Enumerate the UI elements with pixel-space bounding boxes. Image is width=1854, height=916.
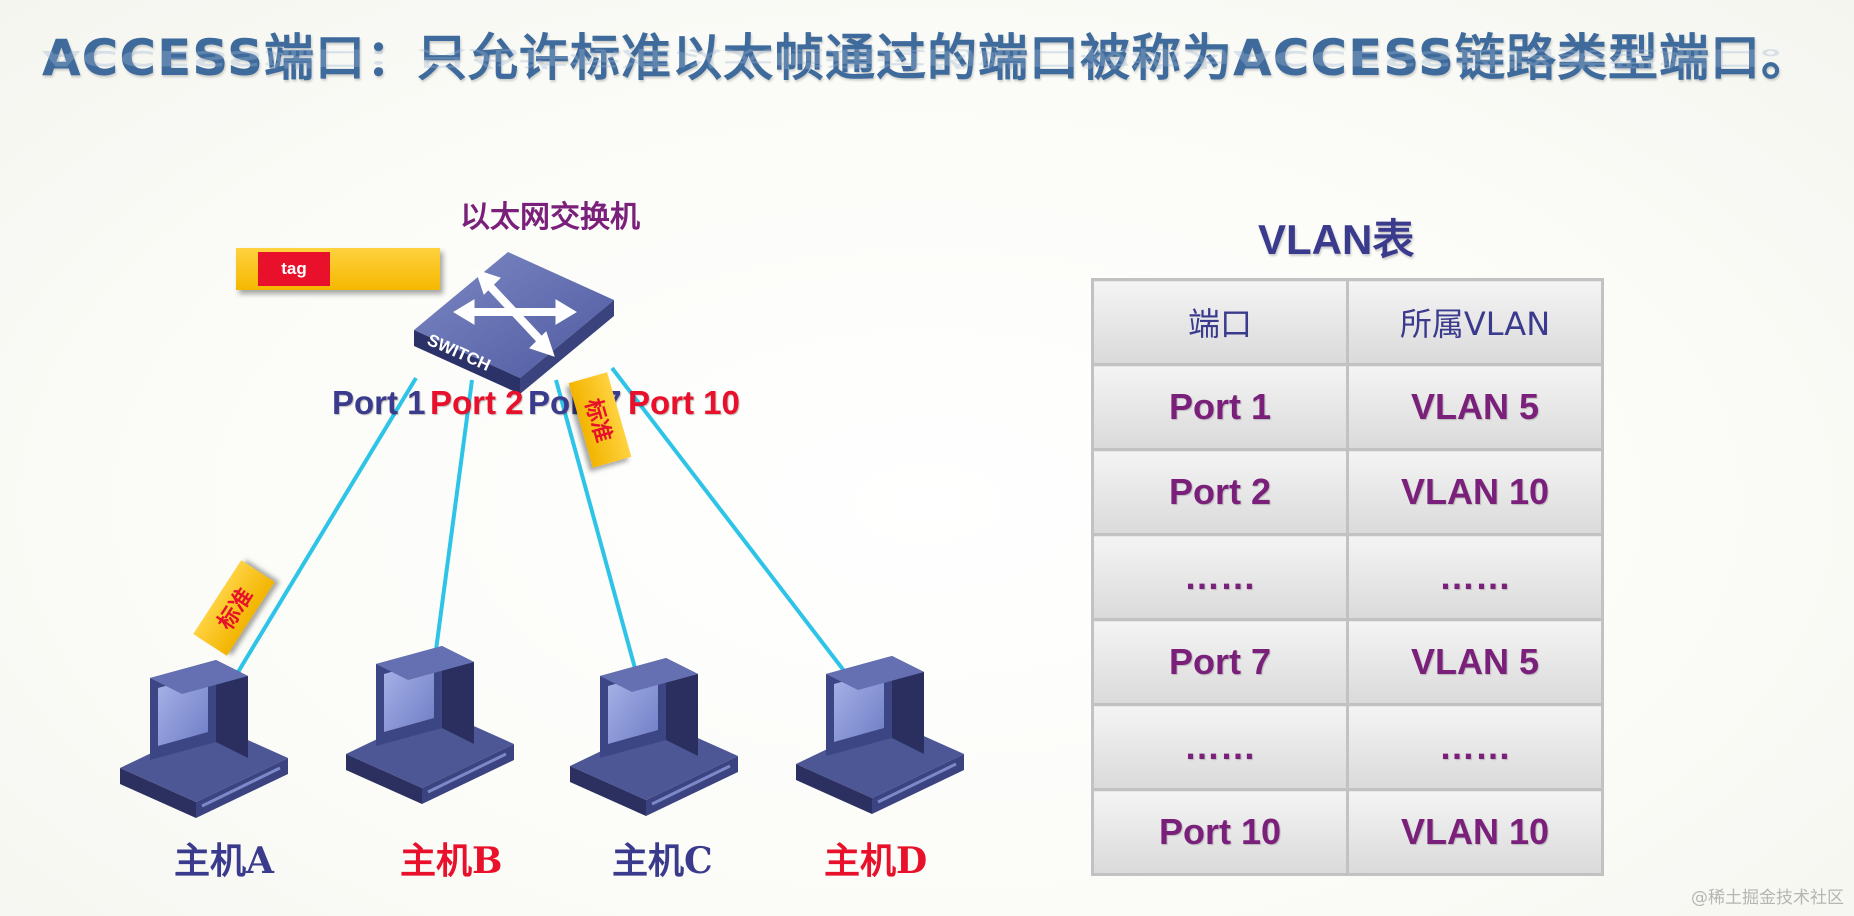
switch-title: 以太网交换机 (460, 200, 640, 235)
computer-icon[interactable] (118, 658, 290, 820)
port-cell: Port 1 (1091, 363, 1349, 451)
port-cell: Port 7 (1091, 618, 1349, 706)
link-host-d (610, 366, 850, 678)
link-host-a (230, 376, 418, 684)
port-cell: …… (1091, 533, 1349, 621)
port-cell: Port 2 (1091, 448, 1349, 536)
table-row: Port 7 VLAN 5 (1091, 618, 1604, 706)
slide-title: ACCESS端口：只允许标准以太帧通过的端口被称为ACCESS链路类型端口。 (41, 29, 1813, 87)
port-label-1: Port 1 (332, 384, 426, 421)
vlan-cell: …… (1346, 703, 1604, 791)
table-row: Port 10 VLAN 10 (1091, 788, 1604, 876)
table-row: …… …… (1091, 533, 1604, 621)
table-row: Port 1 VLAN 5 (1091, 363, 1604, 451)
table-row: Port 2 VLAN 10 (1091, 448, 1604, 536)
vlan-tag-label: tag (258, 252, 330, 286)
link-lines (230, 366, 850, 684)
port-label-2: Port 2 (430, 384, 524, 421)
vlan-cell: VLAN 5 (1346, 363, 1604, 451)
vlan-table: 端口 所属VLAN Port 1 VLAN 5 Port 2 VLAN 10 …… (1091, 278, 1604, 876)
host-label-a: 主机A (174, 840, 274, 882)
link-host-b (434, 379, 474, 651)
computer-icon[interactable] (794, 654, 966, 816)
vlan-table-title: VLAN表 (1258, 216, 1415, 263)
link-host-c (554, 379, 638, 673)
host-label-c: 主机C (612, 840, 713, 882)
host-label-b: 主机B (400, 840, 503, 882)
port-cell: Port 10 (1091, 788, 1349, 876)
port-label-10: Port 10 (628, 384, 740, 421)
vlan-cell: VLAN 10 (1346, 788, 1604, 876)
host-label-d: 主机D (824, 840, 928, 882)
computer-icon[interactable] (344, 644, 516, 806)
title-container: ACCESS端口：只允许标准以太帧通过的端口被称为ACCESS链路类型端口。 (0, 18, 1854, 90)
port-cell: …… (1091, 703, 1349, 791)
switch-icon[interactable]: SWITCH (414, 252, 614, 394)
table-header-row: 端口 所属VLAN (1091, 278, 1604, 366)
vlan-cell: VLAN 5 (1346, 618, 1604, 706)
vlan-cell: VLAN 10 (1346, 448, 1604, 536)
watermark: @稀土掘金技术社区 (1691, 888, 1844, 908)
table-row: …… …… (1091, 703, 1604, 791)
tagged-frame: tag (236, 248, 440, 290)
vlan-cell: …… (1346, 533, 1604, 621)
column-header-port: 端口 (1091, 278, 1349, 366)
column-header-vlan: 所属VLAN (1346, 278, 1604, 366)
computer-icon[interactable] (568, 656, 740, 818)
